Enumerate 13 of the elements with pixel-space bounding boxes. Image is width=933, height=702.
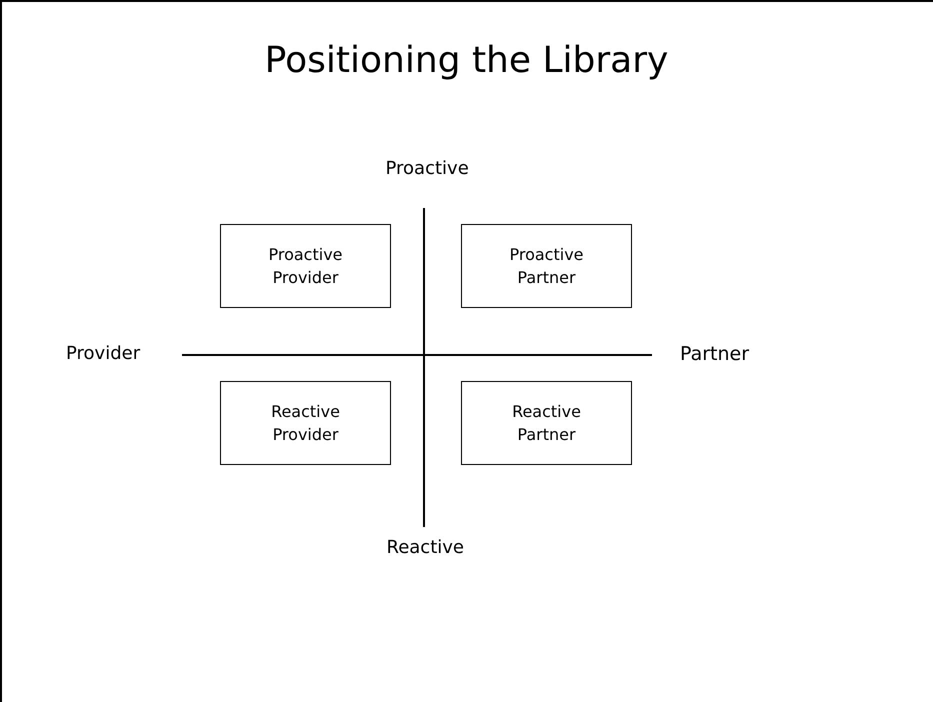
- quadrant-box: [220, 381, 391, 465]
- box-label: Reactive Provider: [270, 400, 341, 446]
- title: Positioning the Library: [264, 40, 670, 81]
- axis-label: Provider: [66, 343, 140, 364]
- box-label: Proactive Provider: [267, 244, 344, 289]
- box-label: Proactive Partner: [508, 244, 584, 289]
- axis-label: Proactive: [386, 158, 469, 179]
- axis-label: Partner: [680, 343, 750, 365]
- axis-label: Reactive: [386, 537, 464, 558]
- quadrant-box: [220, 224, 391, 308]
- quadrant-box: [461, 224, 632, 308]
- box-label: Reactive Partner: [511, 400, 582, 446]
- quadrant-box: [461, 381, 632, 465]
